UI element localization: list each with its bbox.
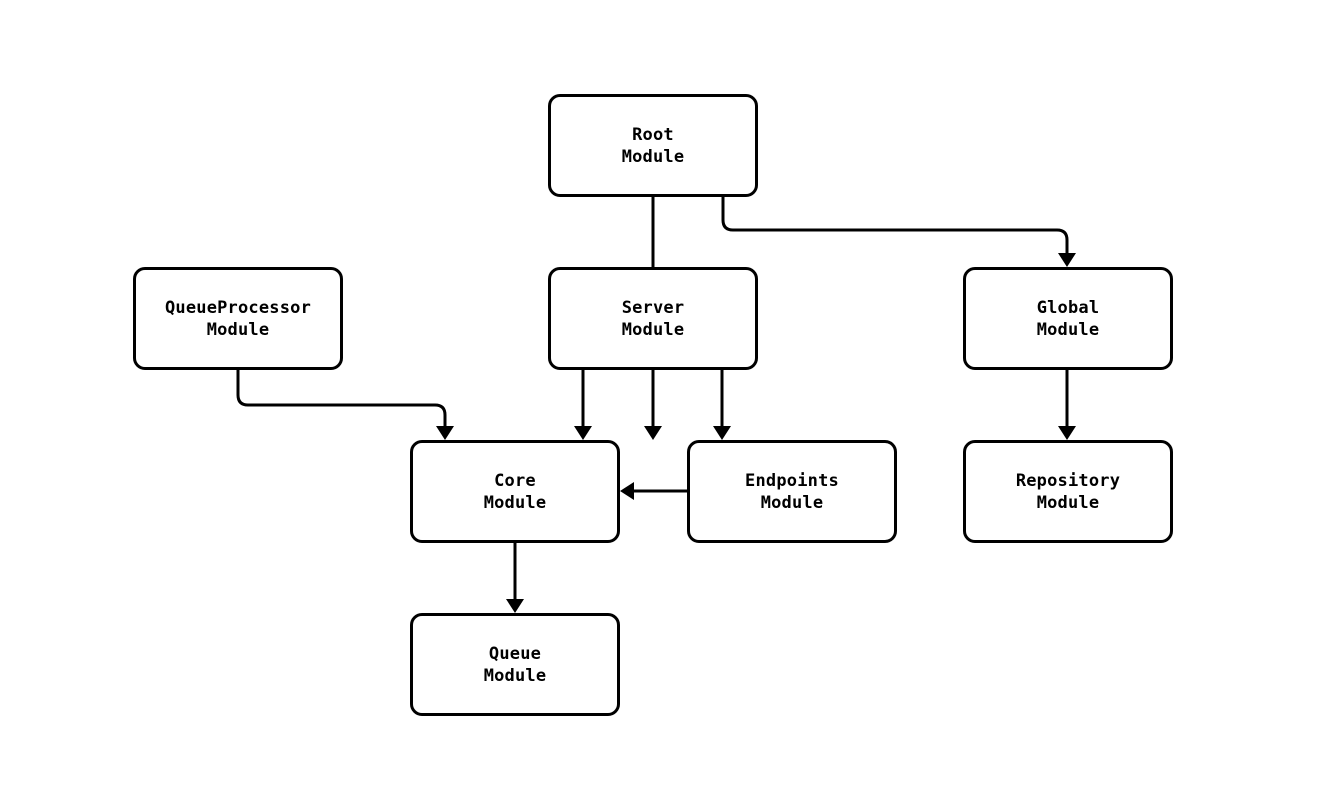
node-queue-title: Queue — [488, 643, 542, 664]
node-server-subtitle: Module — [621, 319, 685, 340]
node-queueprocessor-subtitle: Module — [206, 319, 270, 340]
arrowhead — [574, 426, 592, 440]
node-endpoints-subtitle: Module — [760, 492, 824, 513]
arrowhead — [620, 482, 634, 500]
node-root-subtitle: Module — [621, 146, 685, 167]
arrowhead — [436, 426, 454, 440]
arrowhead — [506, 599, 524, 613]
edge-queueprocessor-to-core — [236, 370, 454, 440]
node-queue-subtitle: Module — [483, 665, 547, 686]
node-repository-title: Repository — [1015, 470, 1121, 491]
arrowhead — [1058, 253, 1076, 267]
node-core-title: Core — [494, 470, 536, 491]
arrowhead — [644, 426, 662, 440]
node-queueprocessor-title: QueueProcessor — [164, 297, 312, 318]
edge-global-to-repository — [1058, 370, 1076, 440]
node-repository-subtitle: Module — [1036, 492, 1100, 513]
node-server-title: Server — [621, 297, 685, 318]
edge-core-to-queue — [506, 543, 524, 613]
node-global-subtitle: Module — [1036, 319, 1100, 340]
edge-endpoints-to-core — [620, 482, 687, 500]
node-root-title: Root — [632, 124, 674, 145]
node-global-title: Global — [1036, 297, 1100, 318]
edge-server-to-endpoints — [713, 370, 731, 440]
node-endpoints-title: Endpoints — [745, 470, 839, 491]
arrowhead — [713, 426, 731, 440]
arrowhead — [1058, 426, 1076, 440]
node-core-subtitle: Module — [483, 492, 547, 513]
edge-root-to-global — [721, 197, 1076, 267]
edge-server-to-core — [574, 370, 592, 440]
